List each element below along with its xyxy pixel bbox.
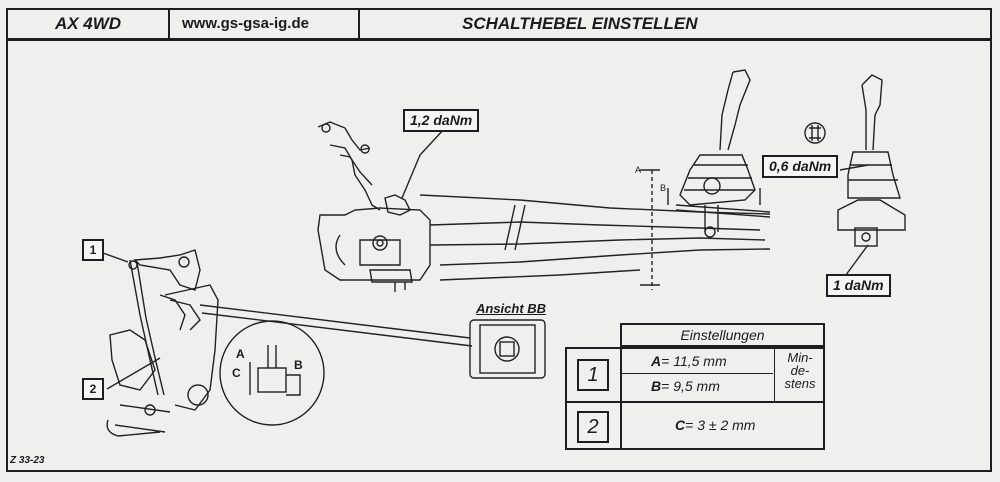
view-bb-detail: [469, 319, 546, 379]
torque-callout-lever-bottom: 1 daNm: [826, 274, 891, 297]
settings-row-1-line-1: A= 11,5 mm: [651, 353, 727, 369]
section-label-b: B: [660, 183, 667, 193]
torque-callout-main: 1,2 daNm: [403, 109, 480, 132]
view-bb-label: Ansicht BB: [476, 301, 547, 316]
website-label: www.gs-gsa-ig.de: [168, 10, 360, 38]
floor-tunnel: [419, 194, 771, 281]
settings-table: 1 A= 11,5 mm B= 9,5 mm Min- de- stens 2 …: [565, 347, 825, 450]
detail-label-c: C: [232, 366, 241, 380]
header-bar: AX 4WD www.gs-gsa-ig.de SCHALTHEBEL EINS…: [6, 8, 992, 41]
settings-table-heading: Einstellungen: [620, 323, 825, 347]
gear-lever-right: [804, 74, 906, 247]
settings-row-1-number: 1: [577, 359, 609, 391]
model-label: AX 4WD: [8, 10, 170, 38]
detail-label-b: B: [294, 358, 303, 372]
item-1-marker: 1: [82, 239, 104, 261]
upper-linkage: [317, 121, 411, 216]
transmission-housing: [317, 207, 431, 292]
settings-row-2-line-1: C= 3 ± 2 mm: [675, 417, 756, 433]
detail-label-a: A: [236, 347, 245, 361]
section-label-a: A: [635, 165, 642, 175]
detail-circle: [219, 320, 325, 426]
left-linkage: [106, 249, 473, 437]
item-2-marker: 2: [82, 378, 104, 400]
settings-row-1-line-2: B= 9,5 mm: [651, 378, 720, 394]
figure-code: Z 33-23: [10, 455, 45, 466]
settings-row-1-note: Min- de- stens: [784, 350, 816, 391]
page-title: SCHALTHEBEL EINSTELLEN: [462, 14, 698, 33]
settings-row-2-number: 2: [577, 411, 609, 443]
gear-lever-main: [640, 69, 771, 290]
torque-callout-lever-top: 0,6 daNm: [762, 155, 839, 178]
